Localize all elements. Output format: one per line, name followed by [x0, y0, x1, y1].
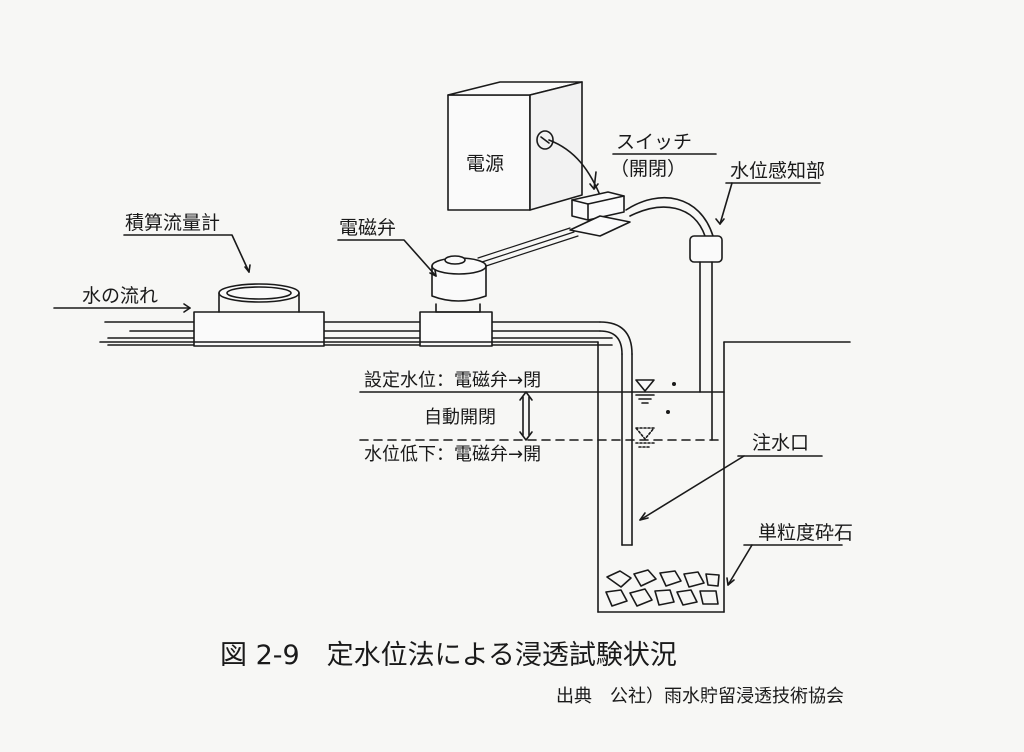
figure-caption: 図 2-9 定水位法による浸透試験状況	[220, 640, 677, 671]
figure-source: 出典 公社）雨水貯留浸透技術協会	[556, 686, 844, 707]
label-gravel: 単粒度砕石	[758, 522, 853, 544]
bubble-dots	[666, 382, 676, 414]
power-cable	[548, 139, 603, 201]
label-solenoid-valve: 電磁弁	[339, 217, 396, 239]
switch-box	[569, 191, 631, 237]
label-flow-meter: 積算流量計	[125, 212, 220, 234]
label-power: 電源	[466, 153, 504, 175]
gravel-layer	[605, 569, 720, 607]
label-auto-open-close: 自動開閉	[424, 407, 496, 428]
water-level-symbol	[635, 379, 655, 448]
label-set-level: 設定水位：電磁弁→閉	[364, 370, 541, 391]
label-level-sensor: 水位感知部	[730, 160, 825, 182]
label-switch: スイッチ	[616, 131, 692, 153]
supply-pipe	[104, 321, 633, 546]
label-switch-state: （開閉）	[610, 158, 686, 180]
label-level-drop: 水位低下：電磁弁→開	[364, 444, 541, 465]
label-inlet: 注水口	[752, 432, 809, 454]
solenoid-valve	[419, 255, 493, 347]
test-pit	[597, 341, 725, 613]
sensor-hose	[625, 197, 714, 237]
label-water-flow: 水の流れ	[82, 285, 158, 307]
flow-meter	[193, 283, 325, 347]
power-box	[447, 81, 583, 211]
auto-open-close-arrow	[519, 391, 533, 441]
level-sensor	[689, 235, 723, 441]
valve-wires	[477, 227, 579, 267]
leader-lines	[53, 153, 843, 586]
